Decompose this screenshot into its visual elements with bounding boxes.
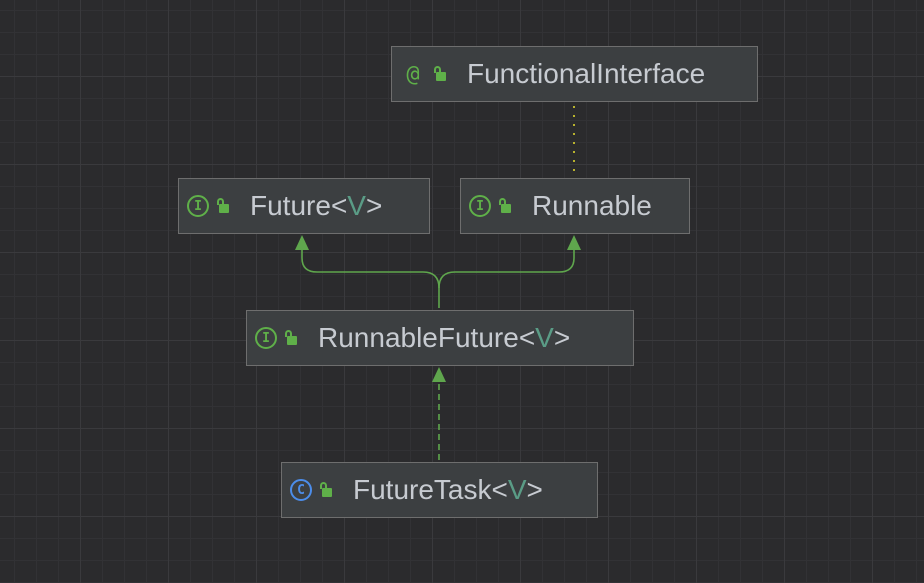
type-parameter: V	[347, 190, 366, 221]
node-label: Runnable	[532, 190, 652, 222]
public-lock-icon	[284, 330, 298, 346]
node-label: RunnableFuture<V>	[318, 322, 571, 353]
class-name: Runnable	[532, 190, 652, 221]
public-lock-icon	[433, 66, 447, 82]
type-parameter: V	[507, 474, 527, 505]
annotation-icon: @	[406, 61, 420, 87]
class-icon: C	[290, 479, 312, 501]
node-future[interactable]: I Future<V>	[178, 178, 430, 234]
node-label: FutureTask<V>	[353, 474, 543, 505]
node-runnable-future[interactable]: I RunnableFuture<V>	[246, 310, 634, 366]
class-name: FunctionalInterface	[467, 58, 706, 89]
arrow-head-future	[295, 235, 309, 250]
arrow-head-runnable-future	[432, 367, 446, 382]
public-lock-icon	[216, 198, 230, 214]
class-name: FutureTask	[353, 474, 492, 505]
interface-icon: I	[187, 195, 209, 217]
type-parameter: V	[535, 322, 554, 353]
node-runnable[interactable]: I Runnable	[460, 178, 690, 234]
public-lock-icon	[319, 482, 333, 498]
arrow-head-runnable	[567, 235, 581, 250]
class-name: Future	[250, 190, 331, 221]
class-name: RunnableFuture	[318, 322, 519, 353]
node-functional-interface[interactable]: @ FunctionalInterface	[391, 46, 758, 102]
edge-runnable-future-future	[301, 246, 440, 308]
interface-icon: I	[255, 327, 277, 349]
public-lock-icon	[498, 198, 512, 214]
node-label: FunctionalInterface	[467, 58, 705, 90]
node-label: Future<V>	[250, 190, 383, 221]
edge-runnable-future-runnable	[438, 246, 575, 289]
interface-icon: I	[469, 195, 491, 217]
node-future-task[interactable]: C FutureTask<V>	[281, 462, 598, 518]
